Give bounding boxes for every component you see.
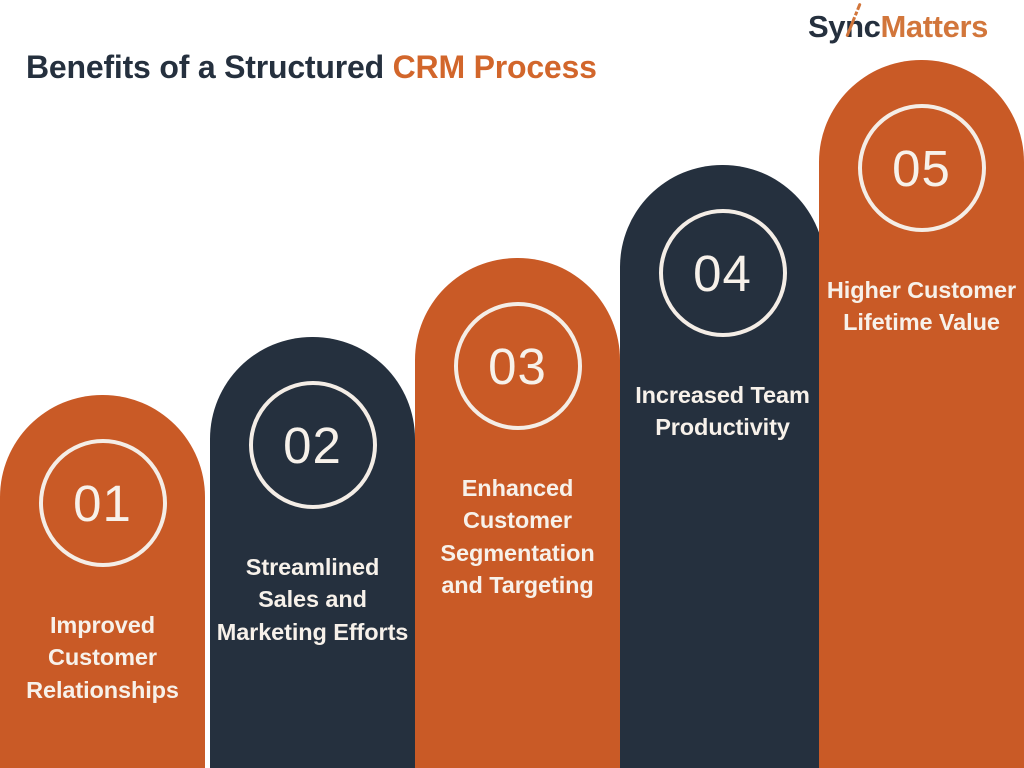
pillar-number-badge: 02 bbox=[248, 381, 377, 509]
pillar-number-badge: 05 bbox=[857, 104, 986, 232]
pillar-label: Enhanced Customer Segmentation and Targe… bbox=[440, 475, 595, 599]
pillar-number: 04 bbox=[693, 244, 752, 302]
logo-sync-text: Sync bbox=[808, 9, 881, 44]
pillar-number: 05 bbox=[892, 139, 951, 197]
pillar-label: Higher Customer Lifetime Value bbox=[826, 277, 1017, 336]
page-title-accent: CRM Process bbox=[392, 49, 597, 85]
pillar-number: 03 bbox=[488, 337, 547, 395]
pillar-label: Streamlined Sales and Marketing Efforts bbox=[216, 554, 409, 645]
pillar-number-badge: 03 bbox=[453, 302, 582, 430]
page-title-lead: Benefits of a Structured bbox=[26, 49, 393, 85]
page-title: Benefits of a Structured CRM Process bbox=[26, 48, 597, 86]
pillar-number: 02 bbox=[283, 416, 342, 474]
pillar-number-badge: 01 bbox=[38, 439, 167, 567]
syncmatters-logo: Sync Matters bbox=[808, 2, 989, 44]
pillar-number: 01 bbox=[73, 474, 132, 532]
pillar-label: Improved Customer Relationships bbox=[26, 612, 179, 703]
pillar-label: Increased Team Productivity bbox=[635, 382, 810, 441]
pillar-number-badge: 04 bbox=[658, 209, 787, 337]
logo-matters-text: Matters bbox=[880, 9, 989, 44]
